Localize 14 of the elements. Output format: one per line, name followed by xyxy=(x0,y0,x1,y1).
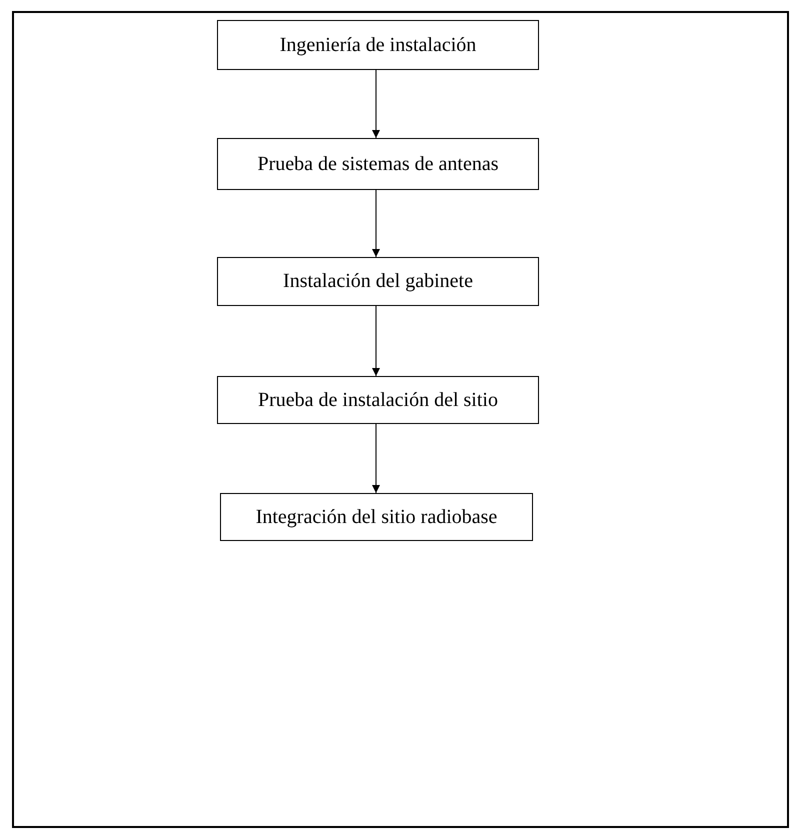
step-label: Integración del sitio radiobase xyxy=(256,506,498,528)
process-box xyxy=(220,493,533,541)
step-label: Prueba de sistemas de antenas xyxy=(257,152,499,176)
process-box xyxy=(217,20,539,70)
process-box xyxy=(217,376,539,424)
step-label: Prueba de instalación del sitio xyxy=(258,388,498,412)
process-box xyxy=(217,257,539,306)
arrow xyxy=(372,70,380,138)
process-box xyxy=(217,138,539,190)
arrow xyxy=(372,306,380,376)
step-label: Ingeniería de instalación xyxy=(280,34,476,56)
step-label: Instalación del gabinete xyxy=(283,270,473,293)
arrow xyxy=(372,424,380,494)
arrow xyxy=(372,190,380,258)
